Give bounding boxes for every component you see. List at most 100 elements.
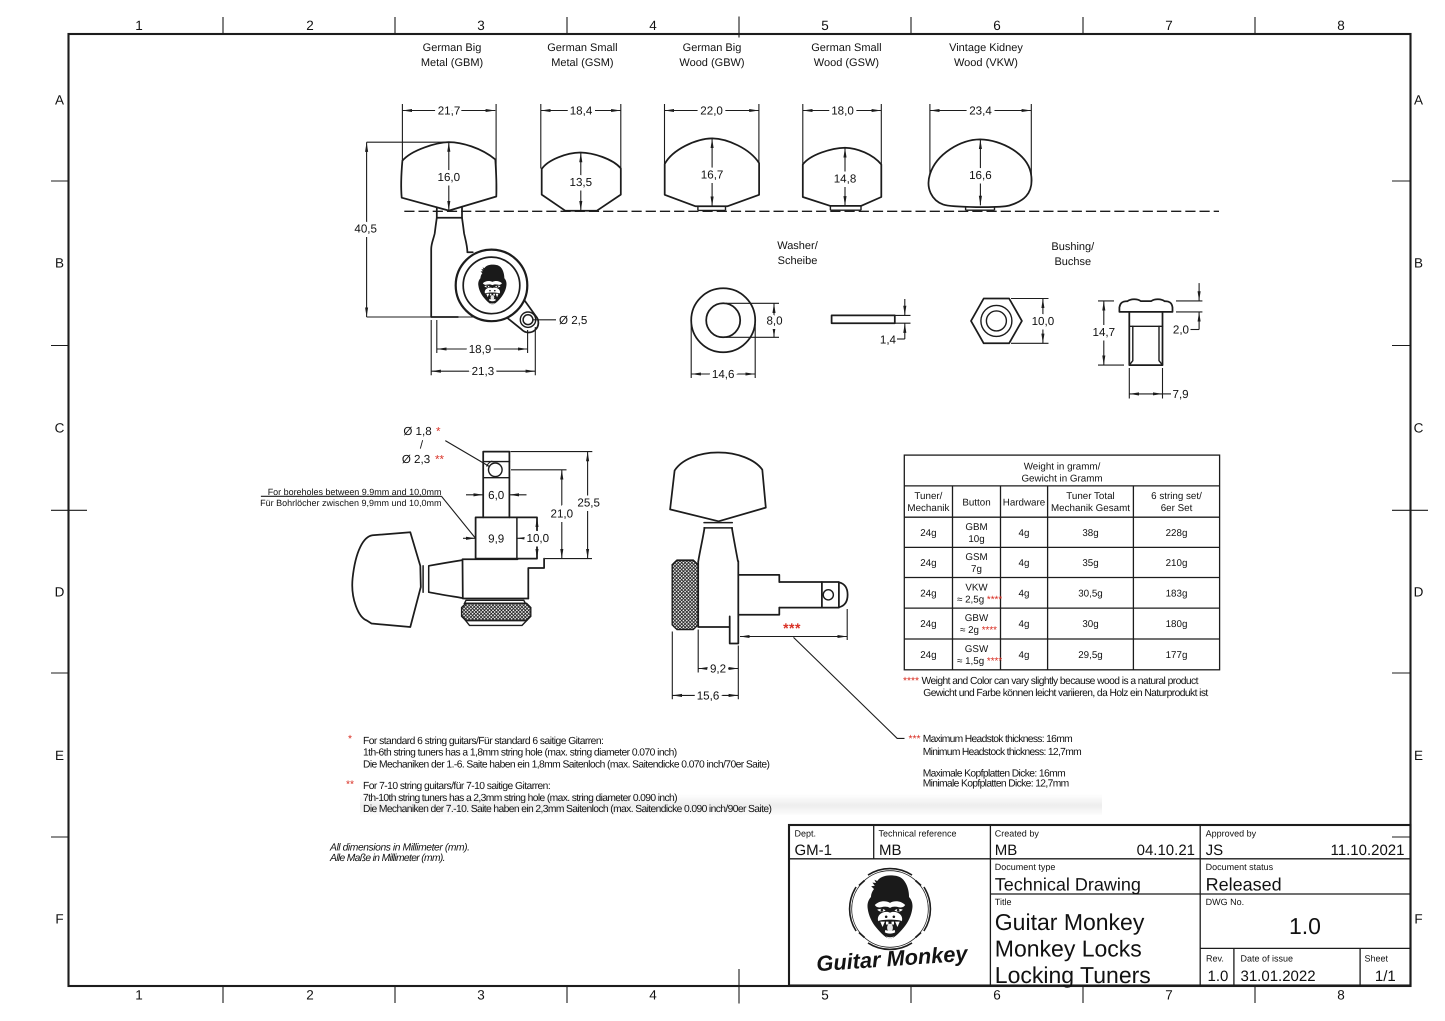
svg-text:All dimensions in Millimeter (: All dimensions in Millimeter (mm). <box>329 842 470 853</box>
svg-text:C: C <box>1414 421 1424 436</box>
svg-text:23,4: 23,4 <box>969 105 992 118</box>
svg-text:**: ** <box>435 453 445 466</box>
svg-text:21,0: 21,0 <box>551 508 574 521</box>
svg-text:Metal (GSM): Metal (GSM) <box>551 57 613 69</box>
svg-text:1/1: 1/1 <box>1375 968 1396 985</box>
svg-text:7: 7 <box>1165 18 1173 33</box>
svg-text:C: C <box>55 421 65 436</box>
svg-text:VKW: VKW <box>965 582 988 593</box>
svg-text:18,0: 18,0 <box>831 105 854 118</box>
svg-text:B: B <box>55 256 64 271</box>
svg-text:22,0: 22,0 <box>700 105 723 118</box>
svg-text:16,7: 16,7 <box>701 169 724 182</box>
svg-text:8: 8 <box>1337 988 1345 1003</box>
svg-text:Minimum Headstock thickness: 1: Minimum Headstock thickness: 12,7mm <box>923 747 1082 758</box>
svg-text:DWG No.: DWG No. <box>1206 897 1245 907</box>
svg-text:2,0: 2,0 <box>1173 323 1189 336</box>
svg-text:Wood (GSW): Wood (GSW) <box>814 57 879 69</box>
svg-text:180g: 180g <box>1166 619 1188 630</box>
svg-text:D: D <box>55 585 65 600</box>
svg-text:Weight in gramm/: Weight in gramm/ <box>1024 462 1101 473</box>
svg-text:6: 6 <box>993 18 1001 33</box>
svg-text:6er Set: 6er Set <box>1161 503 1193 514</box>
svg-text:Guitar Monkey: Guitar Monkey <box>995 909 1145 935</box>
svg-text:16,6: 16,6 <box>969 169 992 182</box>
svg-text:Document status: Document status <box>1206 862 1274 872</box>
svg-text:Für Bohrlöcher zwischen 9,9mm: Für Bohrlöcher zwischen 9,9mm und 10,0mm <box>260 498 441 508</box>
svg-text:Ø 1,8: Ø 1,8 <box>403 425 431 438</box>
svg-text:1: 1 <box>135 18 143 33</box>
svg-text:11.10.2021: 11.10.2021 <box>1331 842 1405 859</box>
svg-text:Document type: Document type <box>995 862 1056 872</box>
svg-text:***: *** <box>909 734 921 745</box>
svg-text:Maximale Kopfplatten Dicke: 16: Maximale Kopfplatten Dicke: 16mm <box>923 768 1066 779</box>
svg-text:04.10.21: 04.10.21 <box>1137 842 1195 859</box>
svg-text:Date of issue: Date of issue <box>1241 954 1294 964</box>
svg-text:9,9: 9,9 <box>488 533 504 546</box>
svg-text:Scheibe: Scheibe <box>778 255 818 267</box>
svg-text:21,7: 21,7 <box>438 105 461 118</box>
svg-text:10,0: 10,0 <box>1032 315 1055 328</box>
svg-text:177g: 177g <box>1166 650 1188 661</box>
svg-text:Sheet: Sheet <box>1365 954 1389 964</box>
svg-text:40,5: 40,5 <box>354 223 377 236</box>
svg-text:4: 4 <box>649 18 657 33</box>
svg-text:10g: 10g <box>968 534 984 545</box>
svg-text:Technical reference: Technical reference <box>879 829 957 839</box>
svg-text:Button: Button <box>962 497 990 508</box>
svg-text:/: / <box>420 438 424 451</box>
svg-text:GBM: GBM <box>965 522 987 533</box>
svg-text:4g: 4g <box>1019 558 1030 569</box>
svg-text:*: * <box>436 425 441 438</box>
svg-text:21,3: 21,3 <box>472 365 495 378</box>
svg-text:Washer/: Washer/ <box>777 240 818 252</box>
svg-text:3: 3 <box>477 988 485 1003</box>
svg-text:25,5: 25,5 <box>577 497 600 510</box>
svg-text:Locking Tuners: Locking Tuners <box>995 962 1151 988</box>
svg-text:Die Mechaniken der 1.-6. Saite: Die Mechaniken der 1.-6. Saite haben ein… <box>363 759 770 770</box>
svg-text:****: **** <box>903 676 919 687</box>
svg-text:***: *** <box>783 620 801 636</box>
svg-text:1: 1 <box>135 988 143 1003</box>
svg-text:German Small: German Small <box>811 42 881 54</box>
svg-text:Mechanik: Mechanik <box>907 503 949 514</box>
svg-text:7,9: 7,9 <box>1173 388 1189 401</box>
svg-text:*: * <box>348 734 352 745</box>
svg-text:38g: 38g <box>1082 528 1098 539</box>
svg-text:6 string set/: 6 string set/ <box>1151 491 1202 502</box>
svg-text:For boreholes between 9.9mm an: For boreholes between 9.9mm and 10,0mm <box>268 487 442 497</box>
svg-text:9,2: 9,2 <box>710 663 726 676</box>
svg-text:Minimale Kopfplatten Dicke: 12: Minimale Kopfplatten Dicke: 12,7mm <box>923 779 1069 790</box>
svg-text:4g: 4g <box>1019 619 1030 630</box>
svg-text:For standard 6 string guitars/: For standard 6 string guitars/Für standa… <box>363 736 604 747</box>
svg-text:30,5g: 30,5g <box>1078 588 1103 599</box>
svg-text:Bushing/: Bushing/ <box>1051 241 1095 253</box>
svg-text:228g: 228g <box>1166 528 1188 539</box>
svg-text:7g: 7g <box>971 564 982 575</box>
svg-text:4g: 4g <box>1019 588 1030 599</box>
svg-text:1th-6th string tuners has a 1,: 1th-6th string tuners has a 1,8mm string… <box>363 748 677 759</box>
svg-text:Ø 2,3: Ø 2,3 <box>402 453 430 466</box>
svg-text:≈ 1,5g ****: ≈ 1,5g **** <box>957 656 1002 667</box>
svg-text:14,7: 14,7 <box>1093 326 1116 339</box>
svg-text:Tuner Total: Tuner Total <box>1066 491 1114 502</box>
svg-text:**: ** <box>346 780 354 791</box>
svg-text:Hardware: Hardware <box>1003 497 1046 508</box>
svg-text:F: F <box>1414 912 1422 927</box>
svg-text:4g: 4g <box>1019 650 1030 661</box>
svg-text:MB: MB <box>995 842 1018 859</box>
svg-text:6,0: 6,0 <box>488 489 504 502</box>
svg-text:JS: JS <box>1206 842 1224 859</box>
svg-text:1,4: 1,4 <box>880 333 897 346</box>
svg-text:6: 6 <box>993 988 1001 1003</box>
svg-text:Technical Drawing: Technical Drawing <box>995 875 1141 895</box>
svg-text:Vintage Kidney: Vintage Kidney <box>949 42 1023 54</box>
svg-text:Title: Title <box>995 897 1012 907</box>
svg-text:24g: 24g <box>920 528 936 539</box>
svg-text:GSM: GSM <box>965 552 987 563</box>
svg-text:D: D <box>1414 585 1424 600</box>
svg-text:3: 3 <box>477 18 485 33</box>
svg-text:15,6: 15,6 <box>697 690 720 703</box>
svg-text:Dept.: Dept. <box>795 829 817 839</box>
svg-text:10,0: 10,0 <box>527 532 550 545</box>
